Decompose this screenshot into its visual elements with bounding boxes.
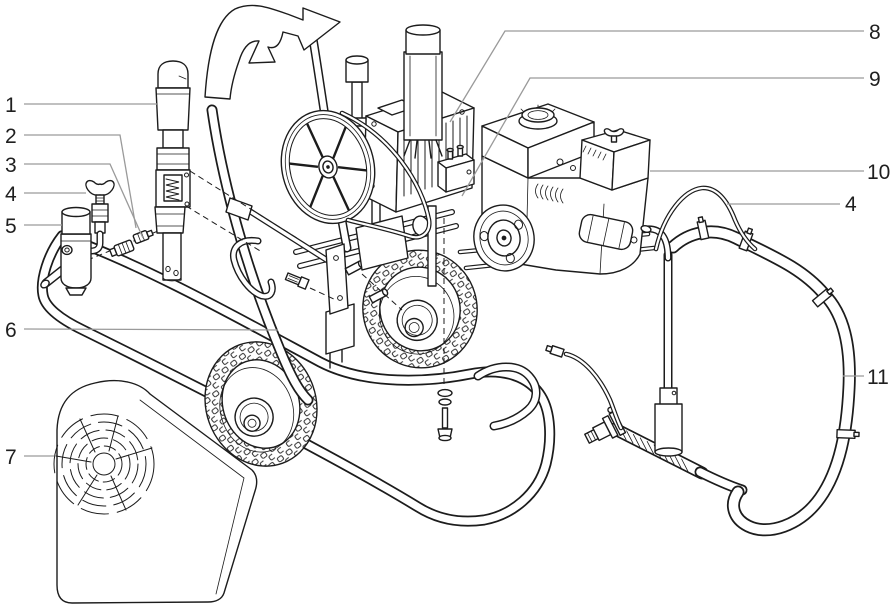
callout-9-label-pressure-control: 9 [869,68,881,91]
valve-body [91,203,109,223]
callout-8-label-pump-drive-unit: 8 [869,21,881,44]
mount-leg [427,205,437,287]
tube-collar [659,387,678,406]
callout-6-leader-cart-frame [23,328,279,331]
belt-guard-rim [139,399,245,595]
inlet-fitting [108,239,135,257]
inlet-strainer [654,403,683,453]
valve-wing-handle [85,179,115,196]
callout-6-label-cart-frame: 6 [5,319,17,342]
wing-nut [603,128,625,143]
siphon-hose-assembly [584,216,860,537]
callout-1-label-pump-fluid-section: 1 [5,94,17,117]
beam-collar [225,197,253,221]
pump-neck [162,129,184,149]
callout-9-leader-pressure-control [461,77,864,197]
gas-engine [457,103,657,275]
engine-pulley [473,204,535,272]
axle-bolt-shaft [441,407,449,429]
callout-3-label-outlet-fitting: 3 [5,154,17,177]
filter-tower [403,24,443,159]
callout-4-label-bleed-valve: 4 [5,183,17,206]
fan-grille [53,413,155,515]
fittings-and-axes [77,170,301,265]
pump-assembly-axis [185,170,301,253]
filter-louvers [582,145,607,161]
drain-hose-fitting [545,344,565,358]
callout-11-label-siphon-hose-assembly: 11 [867,366,889,389]
cage-window [163,174,183,202]
hose-clamp [811,287,834,308]
hose-clamp [696,216,710,241]
hose-clamp [836,428,860,440]
filter-assembly [40,206,92,296]
washer [437,388,453,398]
outlet-fitting [132,229,154,244]
filter-body [60,233,92,289]
air-filter-side [611,139,651,191]
axle-mount-bolt [368,288,389,304]
pressure-control [437,144,475,193]
callout-4-label-drain-hose: 4 [845,193,857,216]
callout-5-label-filter-assembly: 5 [5,215,17,238]
wheel-mounted [362,249,478,369]
callout-10-label-gas-engine: 10 [867,161,890,184]
pulley-spokes [289,122,367,212]
pump-fluid-section [154,60,191,282]
belt-guard [53,379,258,604]
cart-handle [204,4,341,100]
axle-hardware [437,218,453,442]
hub [396,299,438,342]
axle-bracket [325,243,349,315]
frame-bolt-exploded [284,272,310,290]
spring [165,178,180,201]
callouts-layer: 1 2 3 4 5 6 7 8 9 10 4 11 [5,21,890,469]
lock-washer [438,398,452,406]
fuel-cap [521,107,555,123]
callout-7-label-belt-guard: 7 [5,446,17,469]
pump-drive-unit [280,24,475,287]
pump-cap [157,60,189,89]
callout-2-label-inlet-fitting: 2 [5,125,17,148]
callout-3-leader-outlet-fitting [24,163,144,239]
drive-pulley [280,109,376,225]
cooling-fins [535,183,564,204]
belt-guard-shell [56,379,258,604]
callout-8-leader-pump-drive-unit [449,30,864,123]
grille-spokes [55,415,153,511]
coupling-nut [154,206,186,234]
intake-tube [162,232,182,281]
bleed-valve [85,179,115,255]
pump-body [155,87,191,131]
hub [234,397,274,437]
pump-collar [156,147,190,171]
muffler [578,213,638,251]
callout-2-leader-inlet-fitting [24,134,137,229]
drain-hose [545,185,758,431]
